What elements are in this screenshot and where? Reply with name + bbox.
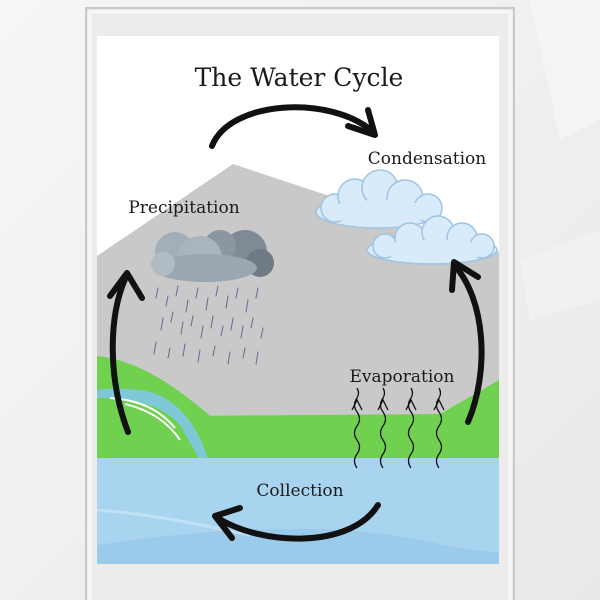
poster-frame-inner [88,10,512,600]
label-collection: Collection [256,481,343,501]
label-evaporation: Evaporation [350,367,455,387]
arrow-left-head [107,270,145,301]
evaporation-wiggles [351,387,445,469]
poster-title: The Water Cycle [195,63,404,92]
condensation-clouds [315,169,498,265]
wall-light-streak [520,230,600,320]
arrow-right-head [449,259,481,293]
water-wave [97,508,251,537]
stream-highlight [124,403,181,441]
rain-cloud [151,230,274,282]
wall-light-streak [530,0,600,140]
label-condensation: Condensation [368,149,486,169]
arrow-bottom-head [212,505,243,541]
stream [97,388,208,460]
arrow-top-head [345,107,378,138]
arrow-top [209,104,375,149]
arrow-left [109,274,131,435]
arrow-bottom [215,502,381,542]
arrow-right [452,263,485,425]
label-precipitation: Precipitation [128,198,239,218]
rain-drops [153,285,264,365]
right-grass [180,380,499,470]
cycle-arrows [107,104,485,542]
water-wave [97,528,499,564]
